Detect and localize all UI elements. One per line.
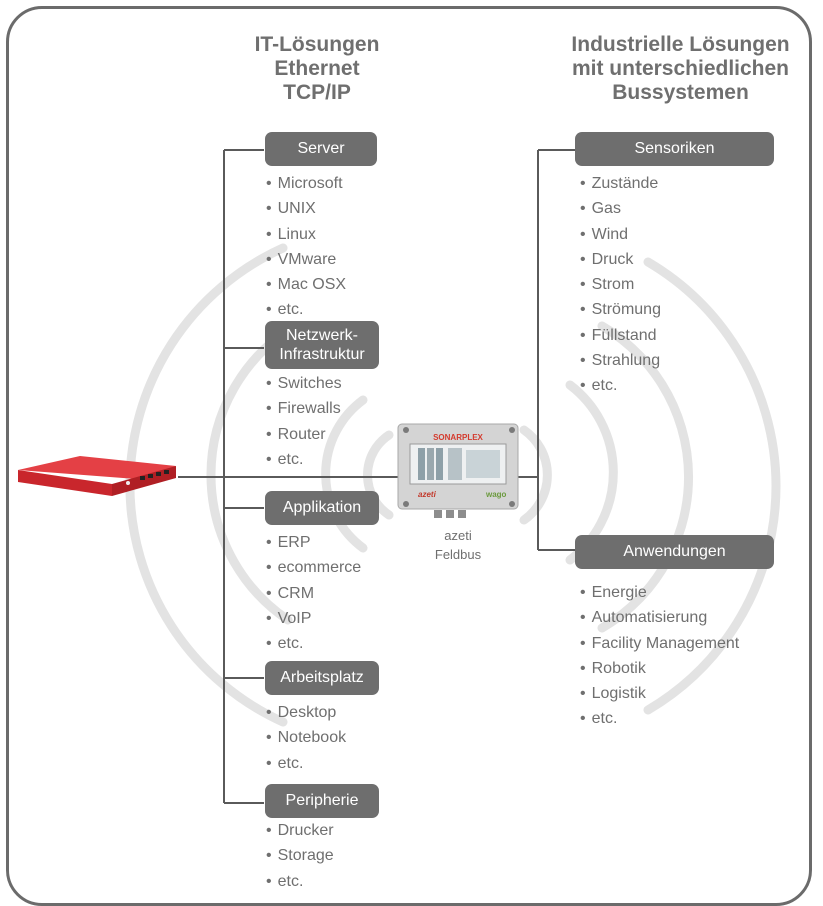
heading-right-line-3: Bussystemen: [612, 81, 749, 104]
heading-industrielle-loesungen: Industrielle Lösungen mit unterschiedlic…: [548, 33, 813, 105]
rack-appliance-icon: [18, 456, 176, 496]
tag-peripherie: Peripherie: [265, 784, 379, 818]
list-item: etc.: [266, 631, 361, 656]
list-item: etc.: [266, 297, 346, 322]
tag-arbeitsplatz: Arbeitsplatz: [265, 661, 379, 695]
list-item: ERP: [266, 530, 361, 555]
signal-arc-right-inner: [565, 380, 618, 565]
tag-server-label: Server: [297, 140, 345, 157]
list-item: etc.: [266, 447, 342, 472]
heading-left-line-1: IT-Lösungen: [254, 33, 380, 56]
list-item: etc.: [580, 706, 739, 731]
device-caption-line-2: Feldbus: [434, 547, 482, 562]
tag-netzwerk-infrastruktur: Netzwerk- Infrastruktur: [265, 321, 379, 369]
list-item: VoIP: [266, 606, 361, 631]
list-item: Gas: [580, 196, 661, 221]
list-netzwerk: Switches Firewalls Router etc.: [266, 371, 342, 472]
signal-arc-left-core: [363, 430, 394, 520]
list-item: etc.: [266, 869, 334, 894]
connector-lines: [178, 149, 575, 804]
list-item: etc.: [580, 373, 661, 398]
signal-arc-left-middle: [206, 325, 293, 625]
tag-sensoriken-label: Sensoriken: [634, 140, 715, 157]
tag-peripherie-label: Peripherie: [285, 792, 359, 809]
list-item: Zustände: [580, 171, 661, 196]
tag-netzwerk-label-line-2: Infrastruktur: [279, 346, 365, 363]
device-brand-label: SONARPLEX: [433, 433, 483, 442]
list-item: Firewalls: [266, 396, 342, 421]
list-item: Desktop: [266, 700, 346, 725]
device-caption: azeti Feldbus: [408, 526, 508, 564]
list-anwendungen: Energie Automatisierung Facility Managem…: [580, 580, 740, 732]
heading-left-line-2: Ethernet: [274, 57, 360, 80]
list-item: Facility Management: [580, 631, 740, 656]
list-server: Microsoft UNIX Linux VMware Mac OSX etc.: [266, 171, 346, 323]
list-item: Router: [266, 422, 342, 447]
device-caption-line-1: azeti: [444, 528, 472, 543]
signal-arc-left-outer: [125, 243, 288, 727]
list-item: Notebook: [266, 725, 347, 750]
device-wago-logo: wago: [485, 490, 507, 499]
tag-server: Server: [265, 132, 377, 166]
list-item: Drucker: [266, 818, 334, 843]
heading-right-line-2: mit unterschiedlichen: [571, 57, 790, 80]
list-item: Automatisierung: [580, 605, 739, 630]
list-item: Energie: [580, 580, 739, 605]
list-item: Füllstand: [580, 323, 661, 348]
list-item: Robotik: [580, 656, 739, 681]
tag-arbeitsplatz-label: Arbeitsplatz: [280, 669, 364, 686]
tag-sensoriken: Sensoriken: [575, 132, 774, 166]
list-item: Wind: [580, 222, 661, 247]
list-peripherie: Drucker Storage etc.: [266, 818, 334, 894]
tag-anwendungen-label: Anwendungen: [623, 543, 726, 560]
tag-applikation: Applikation: [265, 491, 379, 525]
tag-anwendungen: Anwendungen: [575, 535, 774, 569]
list-item: Strom: [580, 272, 661, 297]
list-item: Storage: [266, 843, 334, 868]
list-item: UNIX: [266, 196, 346, 221]
list-item: Druck: [580, 247, 661, 272]
device-azeti-logo: azeti: [418, 490, 437, 499]
tag-netzwerk-label-line-1: Netzwerk-: [285, 327, 358, 344]
signal-arc-right-core: [519, 425, 552, 525]
list-item: Mac OSX: [266, 272, 346, 297]
tag-applikation-label: Applikation: [282, 499, 362, 516]
heading-left-line-3: TCP/IP: [283, 81, 351, 104]
list-item: Switches: [266, 371, 342, 396]
heading-it-loesungen: IT-Lösungen Ethernet TCP/IP: [222, 33, 412, 105]
list-item: Strömung: [580, 297, 661, 322]
heading-right-line-1: Industrielle Lösungen: [571, 33, 790, 56]
list-applikation: ERP ecommerce CRM VoIP etc.: [266, 530, 362, 656]
list-item: etc.: [266, 751, 346, 776]
list-item: VMware: [266, 247, 346, 272]
list-item: Microsoft: [266, 171, 346, 196]
feldbus-device-icon: SONARPLEX azeti wago: [397, 423, 519, 518]
list-item: Logistik: [580, 681, 739, 706]
list-item: ecommerce: [266, 555, 362, 580]
list-item: Linux: [266, 222, 346, 247]
list-item: CRM: [266, 581, 361, 606]
list-sensoriken: Zustände Gas Wind Druck Strom Strömung F…: [580, 171, 661, 399]
list-item: Strahlung: [580, 348, 661, 373]
list-arbeitsplatz: Desktop Notebook etc.: [266, 700, 347, 776]
